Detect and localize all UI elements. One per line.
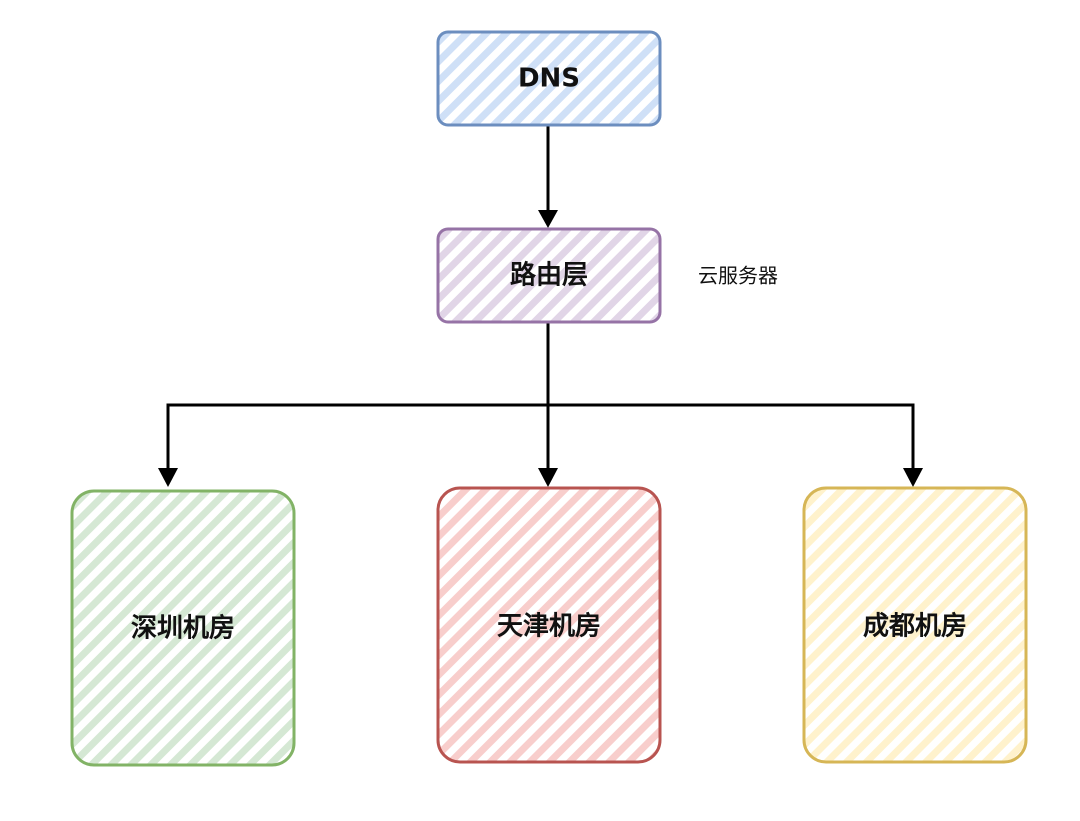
arrow-router-to-tianjin (538, 468, 558, 487)
node-dns[interactable]: DNS (436, 30, 662, 127)
node-shenzhen-label: 深圳机房 (131, 614, 235, 644)
router-note: 云服务器 (698, 264, 778, 288)
node-router[interactable]: 路由层 (436, 227, 662, 324)
node-tianjin[interactable]: 天津机房 (436, 486, 662, 764)
node-tianjin-label: 天津机房 (497, 612, 601, 642)
arrow-dns-to-router (538, 210, 558, 228)
node-dns-label: DNS (518, 64, 580, 94)
node-router-box (436, 227, 662, 324)
node-tianjin-box (436, 486, 662, 764)
edges (158, 126, 923, 487)
node-shenzhen-box (70, 489, 296, 767)
node-router-label: 路由层 (510, 260, 588, 291)
arrow-router-to-shenzhen (158, 468, 178, 487)
arrow-router-to-chengdu (903, 468, 923, 487)
node-chengdu-label: 成都机房 (863, 612, 967, 642)
node-dns-box (436, 30, 662, 127)
node-chengdu-box (802, 486, 1028, 764)
node-shenzhen[interactable]: 深圳机房 (70, 489, 296, 767)
node-chengdu[interactable]: 成都机房 (802, 486, 1028, 764)
edge-bus (166, 403, 915, 470)
